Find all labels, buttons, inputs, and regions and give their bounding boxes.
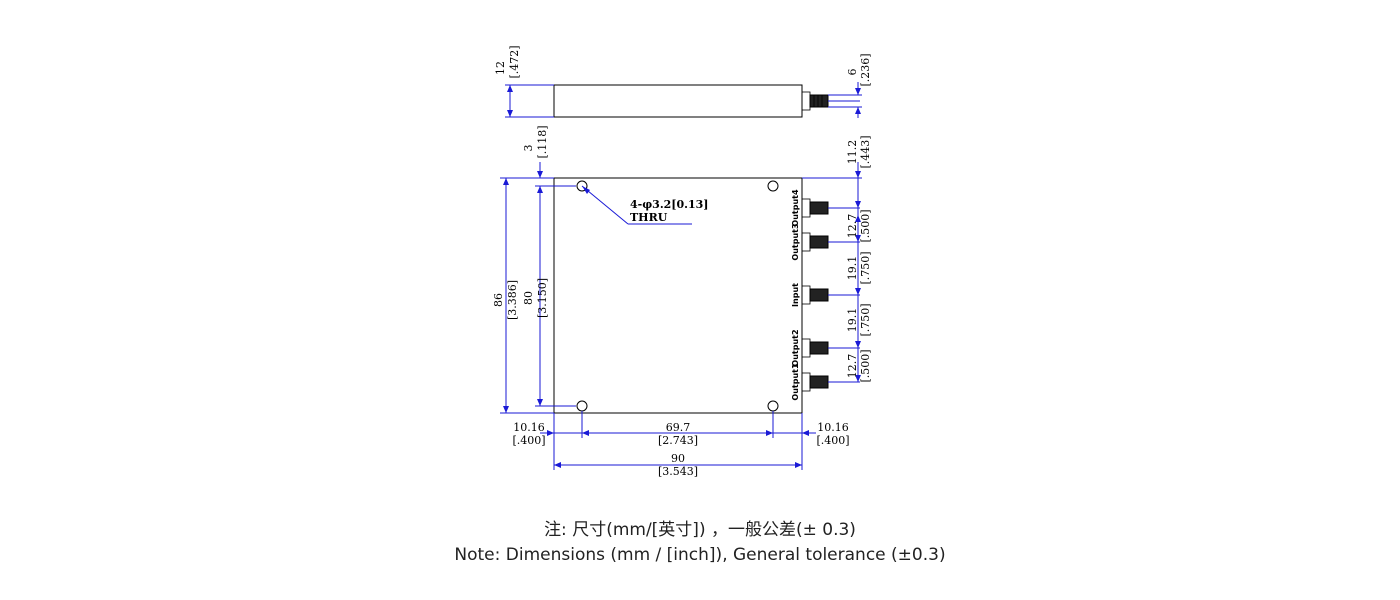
right-margin-in: [.400] [816, 434, 849, 447]
port-label-output4: Output4 [791, 189, 800, 227]
pitch-a-in: [.500] [859, 209, 872, 242]
connector-input [801, 285, 860, 305]
connector-output1 [801, 372, 860, 392]
top-gap-in: [.443] [859, 135, 872, 168]
left-margin-in: [.400] [512, 434, 545, 447]
top-height-in: [.472] [508, 45, 521, 78]
pitch-a-mm: 12.7 [846, 214, 859, 239]
pitch-b-mm: 19.1 [846, 256, 859, 281]
top-view-connector [801, 91, 860, 111]
technical-drawing: 12 [.472] 6 [.236] 4-φ3.2[0.13] THRU 3 [… [492, 45, 872, 478]
mounting-hole-bottom-left [576, 400, 588, 412]
top-view-body [553, 84, 803, 118]
overall-width-mm: 90 [671, 452, 685, 465]
right-margin-mm: 10.16 [817, 421, 849, 434]
top-gap-mm: 11.2 [846, 140, 859, 165]
pitch-d-in: [.500] [859, 349, 872, 382]
top-view: 12 [.472] 6 [.236] [494, 45, 872, 118]
pitch-b-in: [.750] [859, 251, 872, 284]
top-height-mm: 12 [494, 61, 507, 75]
mounting-hole-top-right [767, 180, 779, 192]
pitch-c-mm: 19.1 [846, 308, 859, 333]
hole-height-in: [3.150] [536, 278, 549, 318]
note-english: Note: Dimensions (mm / [inch]), General … [454, 545, 946, 565]
hole-callout-thru: THRU [630, 211, 668, 224]
connector-in: [.236] [859, 53, 872, 86]
connector-output3 [801, 232, 860, 252]
overall-width-in: [3.543] [658, 465, 698, 478]
connector-output2 [801, 338, 860, 358]
overall-height-in: [3.386] [506, 280, 519, 320]
overall-height-mm: 86 [492, 293, 505, 307]
left-margin-mm: 10.16 [513, 421, 545, 434]
hole-height-mm: 80 [522, 291, 535, 305]
mounting-hole-top-left [576, 180, 588, 192]
port-label-output2: Output2 [791, 329, 800, 366]
note-chinese: 注: 尺寸(mm/[英寸]) ，一般公差(± 0.3) [544, 520, 856, 540]
notes-block: 注: 尺寸(mm/[英寸]) ，一般公差(± 0.3) Note: Dimens… [0, 518, 1400, 568]
connector-output4 [801, 198, 860, 218]
hole-width-in: [2.743] [658, 434, 698, 447]
port-label-output1: Output1 [791, 363, 800, 401]
pitch-c-in: [.750] [859, 303, 872, 336]
offset-in: [.118] [536, 125, 549, 158]
offset-mm: 3 [522, 145, 535, 152]
hole-callout: 4-φ3.2[0.13] [630, 198, 709, 211]
pitch-d-mm: 12.7 [846, 354, 859, 379]
front-view: 4-φ3.2[0.13] THRU 3 [.118] 86 [3.386] 80… [492, 125, 872, 478]
hole-width-mm: 69.7 [666, 421, 691, 434]
port-label-output3: Output3 [791, 223, 800, 260]
port-label-input: Input [791, 283, 800, 307]
front-view-body [553, 177, 803, 414]
connector-mm: 6 [846, 69, 859, 76]
mounting-hole-bottom-right [767, 400, 779, 412]
